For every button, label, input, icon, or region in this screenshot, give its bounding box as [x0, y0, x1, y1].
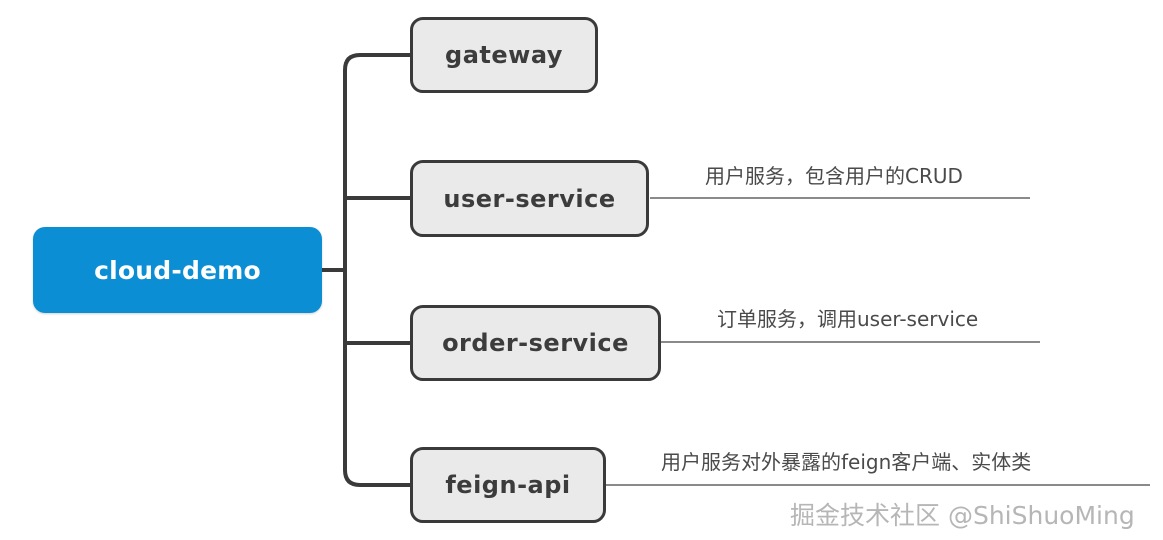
- node-order-service-label: order-service: [442, 329, 629, 357]
- annotation-feign-api: 用户服务对外暴露的feign客户端、实体类: [661, 450, 1032, 474]
- node-gateway[interactable]: gateway: [410, 17, 598, 93]
- node-user-service-label: user-service: [443, 184, 616, 213]
- node-cloud-demo-label: cloud-demo: [94, 255, 261, 285]
- node-cloud-demo[interactable]: cloud-demo: [33, 227, 322, 313]
- node-gateway-label: gateway: [445, 41, 563, 69]
- connector-branch-feign-api: [343, 469, 410, 487]
- node-feign-api-label: feign-api: [445, 471, 571, 499]
- connector-branch-gateway: [343, 53, 410, 71]
- annotation-rule-order-service: [661, 341, 1040, 343]
- annotation-user-service: 用户服务，包含用户的CRUD: [705, 164, 963, 188]
- watermark: 掘金技术社区 @ShiShuoMing: [790, 501, 1135, 530]
- node-feign-api[interactable]: feign-api: [410, 447, 606, 523]
- annotation-order-service: 订单服务，调用user-service: [717, 307, 979, 331]
- annotation-rule-user-service: [650, 197, 1030, 199]
- node-order-service[interactable]: order-service: [410, 305, 661, 381]
- annotation-rule-feign-api: [606, 484, 1150, 486]
- node-user-service[interactable]: user-service: [410, 160, 649, 237]
